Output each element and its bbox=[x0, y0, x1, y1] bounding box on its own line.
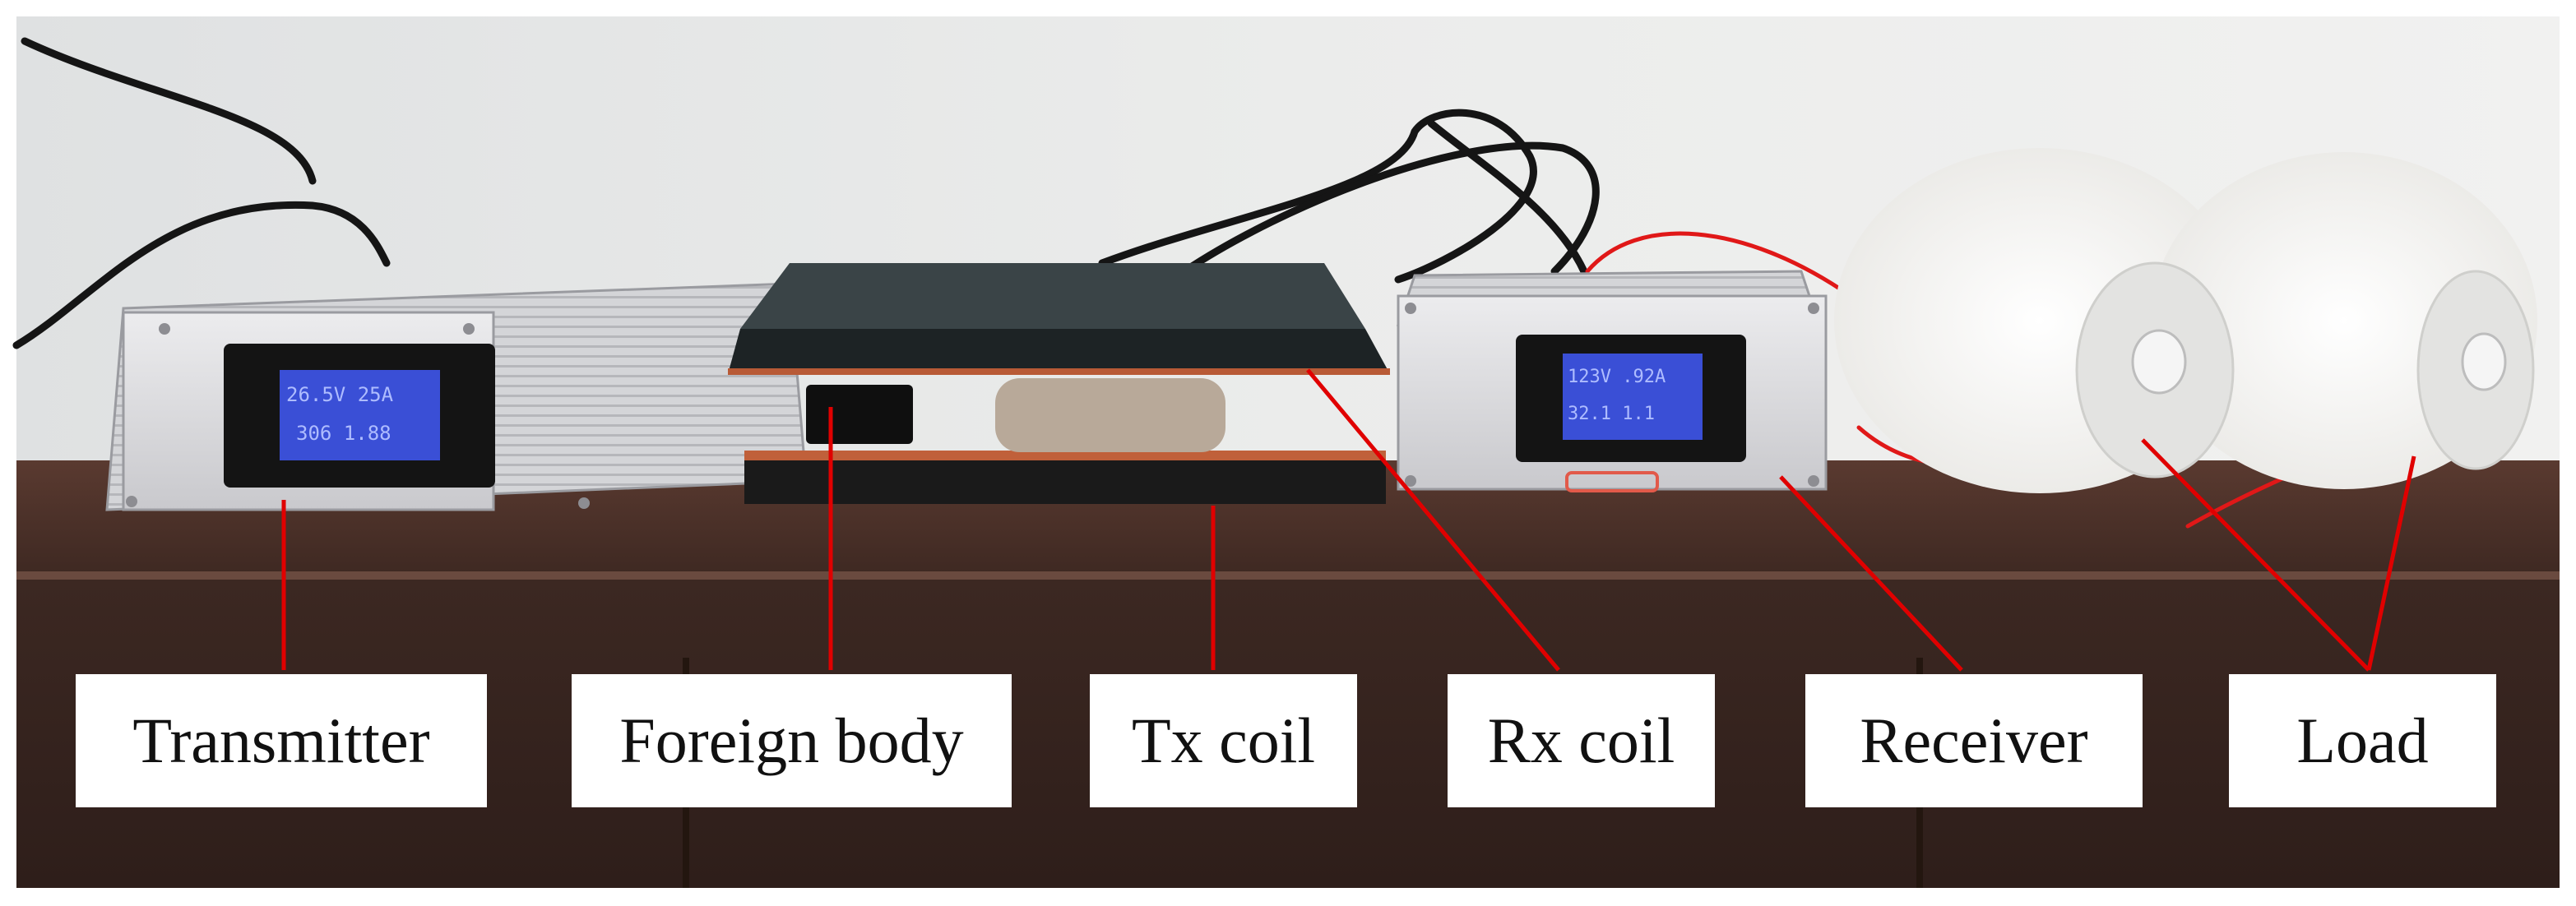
load-lamps bbox=[1834, 148, 2537, 493]
transmitter-display-line2: 306 1.88 bbox=[296, 422, 391, 445]
rx-coil-plate bbox=[728, 329, 1390, 374]
transmitter-unit: 26.5V 25A 306 1.88 bbox=[105, 282, 808, 511]
label-tx-coil: Tx coil bbox=[1090, 674, 1357, 807]
label-load: Load bbox=[2229, 674, 2496, 807]
table-edge-highlight bbox=[16, 571, 2560, 580]
receiver-display-screen bbox=[1563, 354, 1703, 440]
tx-coil-plate bbox=[744, 456, 1386, 504]
receiver-display-line2: 32.1 1.1 bbox=[1568, 404, 1655, 424]
label-rx-coil: Rx coil bbox=[1448, 674, 1715, 807]
label-transmitter: Transmitter bbox=[76, 674, 487, 807]
transmitter-display-screen bbox=[280, 370, 440, 460]
receiver-unit: 123V .92A 32.1 1.1 bbox=[1396, 270, 1828, 492]
coil-assembly bbox=[728, 263, 1390, 504]
leader-lines bbox=[281, 368, 2416, 672]
foreign-body-block bbox=[806, 385, 913, 444]
spacer-disc bbox=[995, 378, 1225, 452]
label-foreign-body: Foreign body bbox=[572, 674, 1012, 807]
label-receiver: Receiver bbox=[1805, 674, 2143, 807]
transmitter-display-line1: 26.5V 25A bbox=[286, 383, 394, 406]
receiver-display-line1: 123V .92A bbox=[1568, 367, 1666, 387]
cables bbox=[12, 37, 1600, 349]
